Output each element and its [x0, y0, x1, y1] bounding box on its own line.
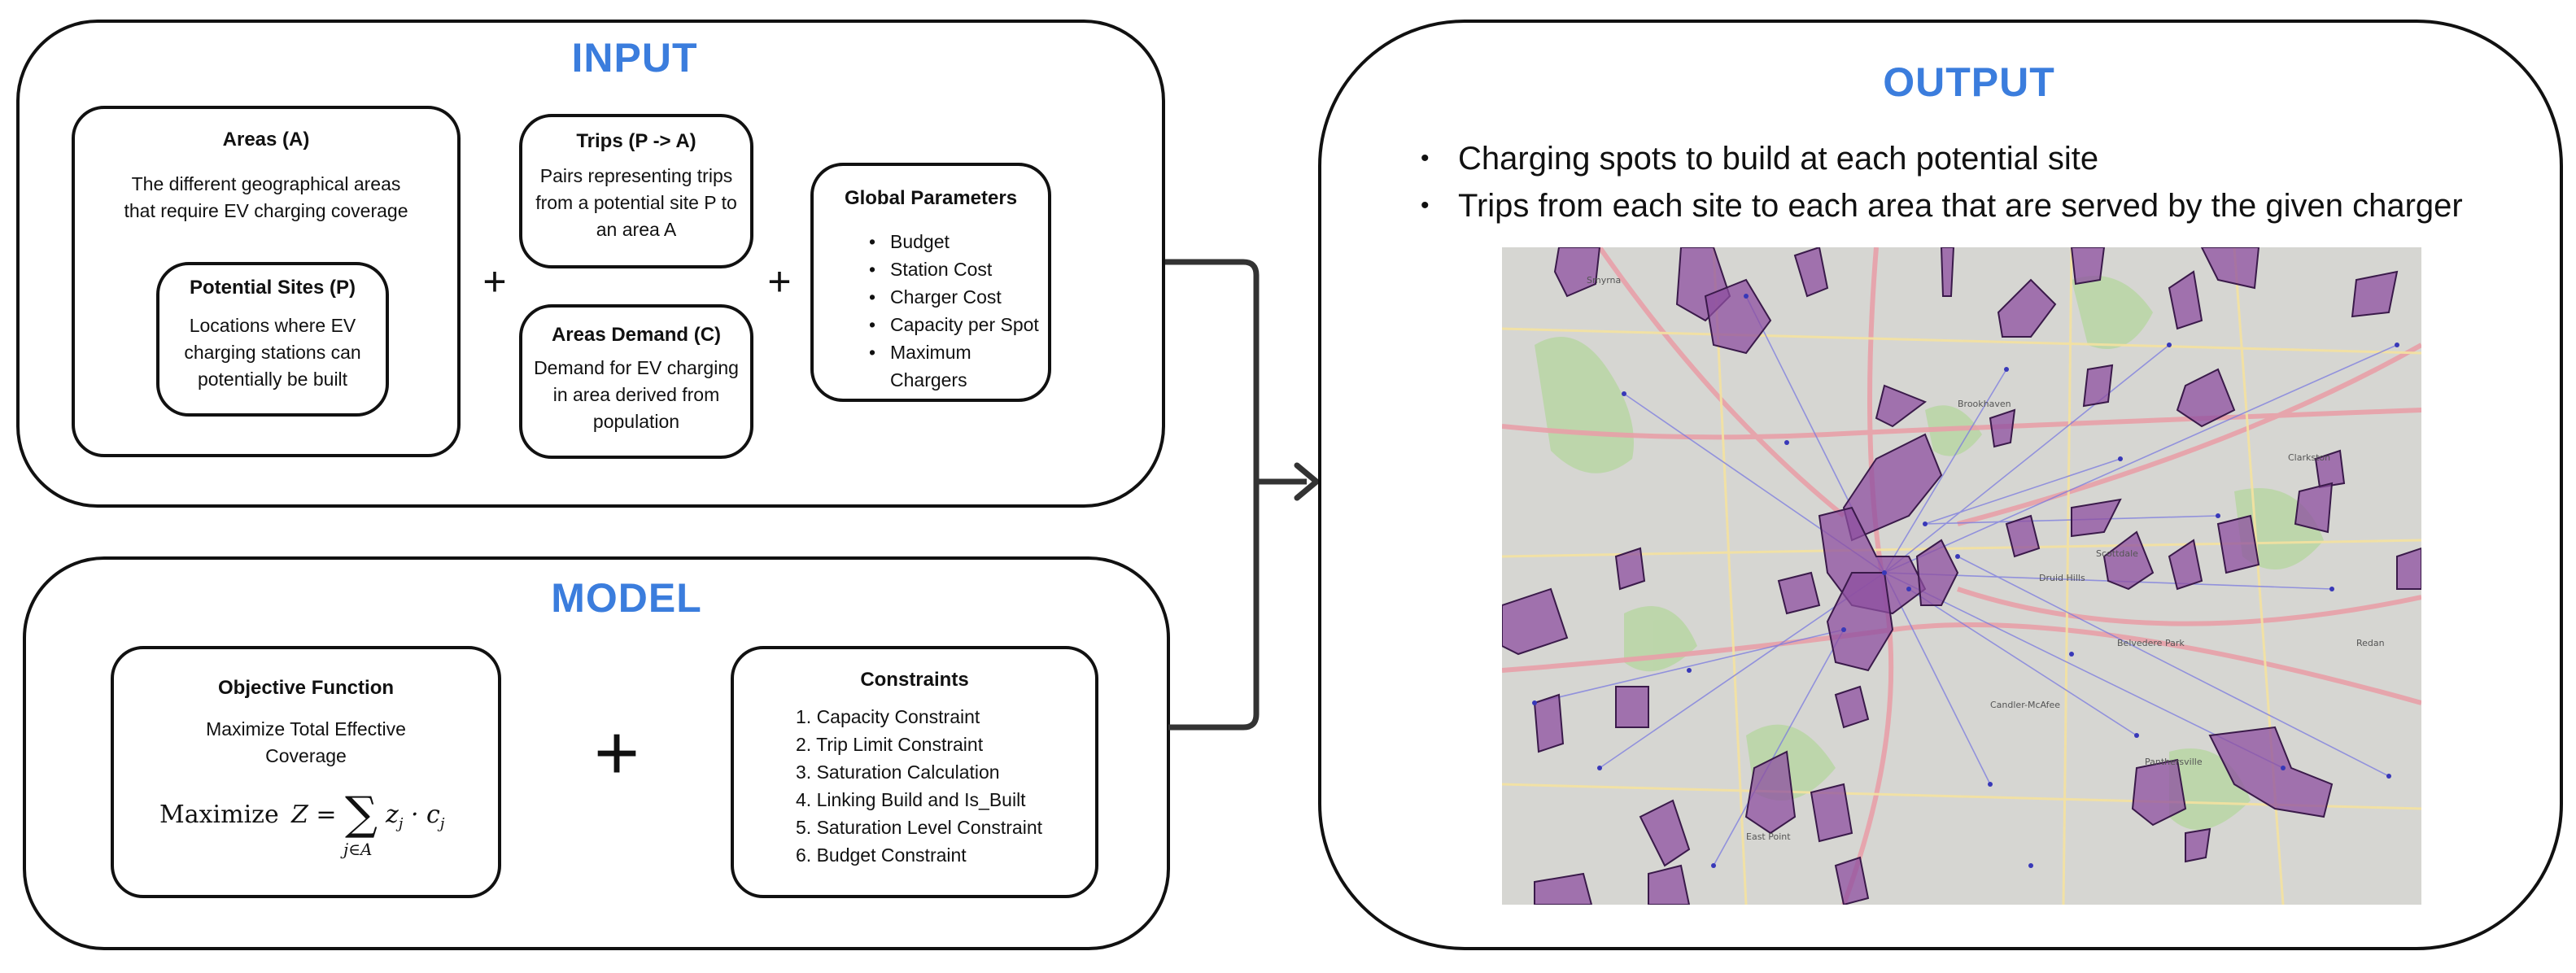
map-label: Belvedere Park	[2117, 638, 2185, 648]
objective-function-title: Objective Function	[217, 677, 395, 699]
output-map: Smyrna Brookhaven Clarkston Scottdale Be…	[1502, 247, 2421, 905]
trips-desc: Pairs representing trips from a potentia…	[535, 165, 737, 240]
param-item: Station Cost	[869, 255, 1048, 283]
connector-arrow	[1165, 259, 1320, 731]
output-item: Charging spots to build at each potentia…	[1421, 135, 2560, 182]
areas-demand-desc: Demand for EV charging in area derived f…	[534, 357, 739, 432]
plus-sign-3: +	[593, 709, 640, 796]
map-graphic: Smyrna Brookhaven Clarkston Scottdale Be…	[1502, 247, 2421, 905]
objective-function-card	[111, 646, 501, 898]
areas-demand-card	[519, 304, 753, 459]
potential-sites-card	[156, 262, 389, 417]
objective-formula: Maximize Z = ∑ j∈A zj · cj	[159, 788, 469, 869]
constraint-item: 6. Budget Constraint	[796, 844, 967, 866]
param-item: Maximum Chargers	[869, 338, 1048, 394]
trips-card	[519, 114, 753, 268]
areas-title: Areas (A)	[222, 129, 310, 151]
global-parameters-title: Global Parameters	[844, 187, 1018, 209]
input-title: INPUT	[571, 35, 698, 81]
trips-title: Trips (P -> A)	[576, 130, 696, 152]
map-label: Druid Hills	[2039, 573, 2085, 583]
formula-sum-sub: j∈A	[343, 840, 373, 859]
constraint-item: 1. Capacity Constraint	[796, 706, 980, 727]
areas-demand-title: Areas Demand (C)	[551, 324, 722, 346]
objective-function-desc: Maximize Total Effective Coverage	[206, 718, 406, 766]
output-title: OUTPUT	[1883, 59, 2055, 105]
areas-desc: The different geographical areas that re…	[124, 173, 408, 221]
map-label: Redan	[2356, 638, 2385, 648]
map-label: Brookhaven	[1958, 399, 2011, 409]
map-label: Panthersville	[2145, 757, 2203, 767]
constraint-item: 2. Trip Limit Constraint	[796, 734, 984, 755]
constraints-title: Constraints	[860, 669, 969, 691]
map-label: Clarkston	[2288, 452, 2330, 463]
constraint-item: 3. Saturation Calculation	[796, 761, 1000, 783]
map-label: Smyrna	[1587, 275, 1621, 286]
output-item: Trips from each site to each area that a…	[1421, 182, 2560, 229]
constraints-list: 1. Capacity Constraint 2. Trip Limit Con…	[796, 703, 1089, 869]
plus-sign-1: +	[482, 259, 507, 304]
map-label: Scottdale	[2096, 548, 2138, 559]
constraint-item: 4. Linking Build and Is_Built	[796, 789, 1026, 810]
constraints-card	[731, 646, 1098, 898]
formula-term: zj · cj	[386, 801, 445, 832]
formula-lhs: Z =	[291, 801, 337, 829]
plus-sign-2: +	[767, 259, 792, 304]
formula-sum-symbol: ∑	[345, 788, 378, 840]
potential-sites-title: Potential Sites (P)	[189, 277, 356, 299]
map-label: Candler-McAfee	[1990, 700, 2060, 710]
param-item: Capacity per Spot	[869, 311, 1048, 338]
output-list: Charging spots to build at each potentia…	[1421, 135, 2560, 229]
model-title: MODEL	[551, 575, 702, 621]
map-label: East Point	[1746, 831, 1791, 842]
formula-word: Maximize	[159, 801, 279, 829]
param-item: Budget	[869, 228, 1048, 255]
constraint-item: 5. Saturation Level Constraint	[796, 817, 1043, 838]
param-item: Charger Cost	[869, 283, 1048, 311]
global-parameters-list: Budget Station Cost Charger Cost Capacit…	[869, 228, 1048, 394]
potential-sites-desc: Locations where EV charging stations can…	[184, 315, 361, 390]
